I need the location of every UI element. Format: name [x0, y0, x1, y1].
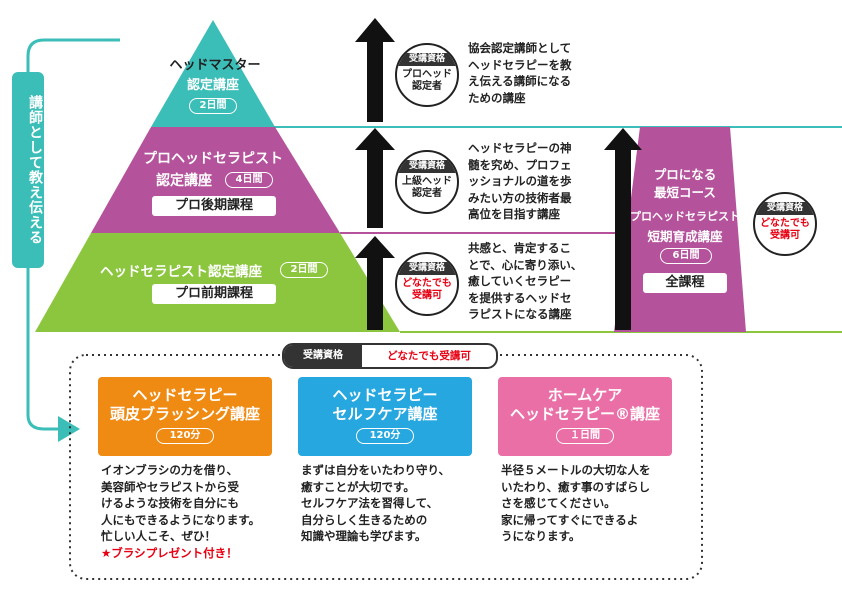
desc-line: 知識や理論も学びます。	[301, 529, 427, 543]
card-title-2: 頭皮ブラッシング講座	[109, 405, 260, 423]
desc-line: 半径５メートルの大切な人を	[501, 463, 651, 477]
left-flow-arrowhead	[58, 416, 80, 442]
badge-header: 受講資格	[397, 53, 457, 66]
desc-line: 癒していくセラピー	[468, 274, 572, 288]
middle-duration: 4日間	[225, 172, 273, 188]
desc-line: 癒すことが大切です。	[301, 479, 415, 494]
card-description-homecare: 半径５メートルの大切な人を いたわり、癒す事のすばらし さを感じてください。 家…	[501, 462, 651, 545]
arrow-up-middle	[355, 128, 395, 228]
brush-gift-note: ★ブラシプレゼント付き！	[101, 545, 238, 560]
badge-line1: どなたでも	[760, 218, 810, 229]
course-card-homecare: ホームケア ヘッドセラピー®講座 １日間	[498, 377, 672, 456]
badge-line1: どなたでも	[402, 278, 452, 289]
badge-line2: 受講可	[412, 290, 442, 301]
desc-line: 美容師やセラピストから受	[101, 479, 239, 494]
qualification-value: どなたでも受講可	[387, 350, 471, 362]
qualification-badge-short-course: 受講資格 どなたでも 受講可	[753, 192, 817, 256]
badge-header: 受講資格	[397, 160, 457, 173]
badge-line2: 認定者	[412, 81, 442, 92]
desc-line: え伝える講師になる	[468, 74, 572, 88]
desc-line: けるような技術を自分にも	[101, 496, 239, 510]
short-course-line3: プロヘッドセラピスト	[630, 210, 740, 223]
arrow-up-short-course	[604, 128, 642, 330]
description-middle: ヘッドセラピーの神 髄を究め、プロフェ ッショナルの道を歩 みたい方の技術者最 …	[468, 140, 572, 223]
desc-line: さを感じてください。	[501, 496, 616, 510]
badge-header: 受講資格	[755, 202, 815, 215]
middle-title-2: 認定講座	[156, 173, 212, 189]
badge-header: 受講資格	[397, 262, 457, 275]
card-description-brushing: イオンブラシの力を借り、 美容師やセラピストから受 けるような技術を自分にも 人…	[101, 462, 260, 561]
desc-line: ッショナルの道を歩	[468, 174, 572, 188]
short-course-line2: 最短コース	[654, 185, 716, 200]
desc-line: 人にもできるようになります。	[101, 512, 261, 527]
desc-line: とで、心に寄り添い、	[468, 257, 583, 272]
top-title-1: ヘッドマスター	[169, 58, 261, 73]
qualification-badge-middle: 受講資格 上級ヘッド 認定者	[395, 150, 459, 214]
qualification-badge-bottom: 受講資格 どなたでも 受講可	[395, 252, 459, 316]
qualification-label: 受講資格	[284, 345, 362, 367]
vertical-label: 講師として教え伝える	[27, 95, 43, 245]
arrow-up-top	[355, 18, 395, 122]
desc-line: ヘッドセラピーを教	[468, 57, 572, 72]
top-title-2: 認定講座	[186, 78, 239, 93]
desc-line: 共感と、肯定するこ	[468, 241, 572, 255]
card-title-2: セルフケア講座	[332, 405, 438, 423]
card-title-1: ヘッドセラピー	[132, 386, 238, 404]
short-course-course: 全課程	[643, 273, 727, 293]
middle-title-1: プロヘッドセラピスト	[143, 151, 283, 167]
desc-line: イオンブラシの力を借り、	[101, 463, 238, 477]
middle-course: プロ後期課程	[152, 196, 276, 216]
card-title-2: ヘッドセラピー®講座	[509, 405, 660, 423]
course-card-selfcare: ヘッドセラピー セルフケア講座 120分	[298, 377, 472, 456]
short-course-duration: 6日間	[660, 248, 712, 264]
description-top: 協会認定講師として ヘッドセラピーを教 え伝える講師になる ための講座	[468, 40, 572, 106]
vertical-label-box	[12, 72, 44, 268]
card-title-1: ヘッドセラピー	[332, 386, 438, 404]
description-bottom: 共感と、肯定するこ とで、心に寄り添い、 癒していくセラピー を提供するヘッドセ…	[468, 240, 582, 323]
card-description-selfcare: まずは自分をいたわり守り、 癒すことが大切です。 セルフケア法を習得して、 自分…	[301, 462, 450, 545]
arrow-up-bottom	[355, 236, 395, 330]
pyramid-top	[151, 20, 275, 127]
badge-line2: 認定者	[412, 188, 442, 199]
desc-line: 忙しい人こそ、ぜひ！	[101, 529, 216, 543]
desc-line: ヘッドセラピーの神	[468, 141, 572, 155]
short-course-line1: プロになる	[653, 167, 717, 182]
card-duration: 120分	[356, 428, 414, 444]
desc-line: 自分らしく生きるための	[301, 512, 428, 527]
desc-line: 髄を究め、プロフェ	[468, 157, 572, 172]
desc-line: うになります。	[501, 529, 581, 543]
desc-line: ラピストになる講座	[468, 307, 572, 321]
card-duration: １日間	[556, 428, 614, 444]
badge-line1: プロヘッド	[402, 69, 452, 80]
course-card-brushing: ヘッドセラピー 頭皮ブラッシング講座 120分	[98, 377, 272, 456]
bottom-title: ヘッドセラピスト認定講座	[100, 264, 262, 280]
desc-line: 高位を目指す講座	[468, 207, 560, 221]
desc-line: ための講座	[468, 90, 526, 105]
card-duration: 120分	[156, 428, 214, 444]
qualification-badge-top: 受講資格 プロヘッド 認定者	[395, 43, 459, 107]
desc-line: 協会認定講師として	[468, 41, 572, 55]
desc-line: セルフケア法を習得して、	[301, 496, 439, 510]
short-course-line4: 短期育成講座	[647, 229, 723, 244]
desc-line: みたい方の技術者最	[468, 190, 572, 205]
badge-line1: 上級ヘッド	[402, 176, 452, 187]
pyramid-bottom	[35, 233, 400, 332]
top-duration: 2日間	[189, 98, 237, 114]
card-title-1: ホームケア	[547, 386, 623, 404]
bottom-course: プロ前期課程	[152, 284, 276, 304]
badge-line2: 受講可	[770, 230, 800, 241]
desc-line: いたわり、癒す事のすばらし	[501, 479, 651, 494]
desc-line: を提供するヘッドセ	[468, 290, 572, 305]
desc-line: まずは自分をいたわり守り、	[301, 463, 451, 477]
desc-line: 家に帰ってすぐにできるよ	[501, 512, 639, 527]
bottom-duration: 2日間	[280, 262, 328, 278]
qualification-banner: 受講資格 どなたでも受講可	[282, 343, 498, 369]
